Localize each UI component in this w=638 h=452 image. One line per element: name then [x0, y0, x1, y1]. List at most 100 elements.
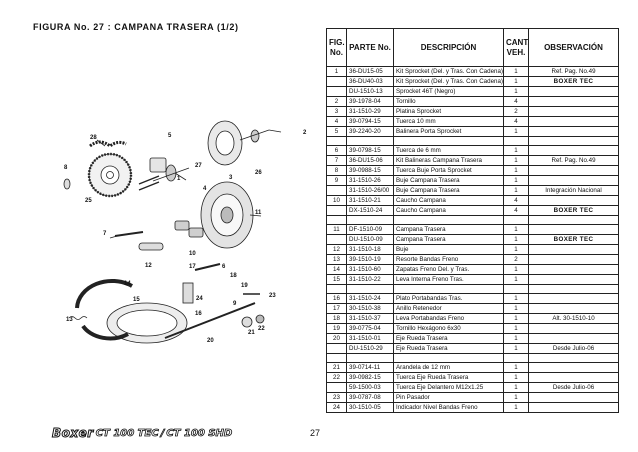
- cell-fig: [326, 234, 347, 245]
- callout-20: 20: [207, 338, 214, 344]
- callout-24: 24: [196, 296, 203, 302]
- cell-part-number: [346, 353, 394, 363]
- cell-part-number: 31-1510-21: [346, 195, 394, 206]
- cell-quantity: 1: [503, 244, 529, 255]
- cell-description: Kit Balineras Campana Trasera: [393, 155, 504, 166]
- cell-fig: 22: [326, 372, 347, 383]
- cell-part-number: 39-1510-19: [346, 254, 394, 265]
- cell-observation: [528, 136, 619, 146]
- callout-19: 19: [241, 283, 248, 289]
- cell-description: Caucho Campana: [393, 205, 504, 216]
- cell-fig: 4: [326, 116, 347, 127]
- cell-fig: 9: [326, 175, 347, 186]
- cell-part-number: 31-1510-37: [346, 313, 394, 324]
- cell-description: [393, 136, 504, 146]
- cell-quantity: 1: [503, 323, 529, 334]
- cell-part-number: 31-1510-26: [346, 175, 394, 186]
- cell-quantity: [503, 215, 529, 225]
- callout-12: 12: [145, 263, 152, 269]
- cell-fig: 13: [326, 254, 347, 265]
- cell-quantity: 1: [503, 274, 529, 285]
- cell-quantity: 1: [503, 66, 529, 77]
- cell-observation: Alt. 30-1510-10: [528, 313, 619, 324]
- cell-part-number: 31-1510-24: [346, 293, 394, 304]
- cell-observation: [528, 333, 619, 344]
- cell-description: Pin Pasador: [393, 392, 504, 403]
- diagram-drawing: [63, 120, 282, 344]
- cell-quantity: 4: [503, 116, 529, 127]
- cell-description: Tuerca de 6 mm: [393, 145, 504, 156]
- cell-observation: [528, 362, 619, 373]
- cell-quantity: [503, 136, 529, 146]
- cell-description: Indicador Nivel Bandas Freno: [393, 402, 504, 413]
- cell-part-number: 39-0988-15: [346, 165, 394, 176]
- cell-fig: 24: [326, 402, 347, 413]
- cell-fig: [326, 284, 347, 294]
- cell-part-number: DU-1510-29: [346, 343, 394, 354]
- cell-description: Kit Sprocket (Del. y Tras. Con Cadena): [393, 76, 504, 87]
- cell-observation: [528, 274, 619, 285]
- header-part: PARTE No.: [346, 28, 394, 67]
- cell-description: Eje Rueda Trasera: [393, 333, 504, 344]
- cell-description: Buje Campana Trasera: [393, 175, 504, 186]
- cell-observation: [528, 96, 619, 107]
- table-spacer-row: [326, 215, 619, 225]
- cell-part-number: DX-1510-24: [346, 205, 394, 216]
- cell-observation: Desde Julio-06: [528, 382, 619, 393]
- cell-description: Arandela de 12 mm: [393, 362, 504, 373]
- callout-13: 13: [66, 317, 73, 323]
- cell-description: Platina Sprocket: [393, 106, 504, 117]
- cell-observation: [528, 224, 619, 235]
- cell-part-number: 31-1510-22: [346, 274, 394, 285]
- cell-fig: 8: [326, 165, 347, 176]
- cell-fig: [326, 185, 347, 196]
- callout-6: 6: [222, 264, 226, 270]
- cell-observation: [528, 264, 619, 275]
- cell-part-number: 30-1510-38: [346, 303, 394, 314]
- cell-fig: [326, 205, 347, 216]
- table-spacer-row: [326, 353, 619, 363]
- cell-observation: [528, 165, 619, 176]
- callout-2: 2: [303, 130, 307, 136]
- cell-quantity: 1: [503, 362, 529, 373]
- callout-8: 8: [64, 165, 68, 171]
- cell-description: Tuerca 10 mm: [393, 116, 504, 127]
- cell-quantity: 1: [503, 402, 529, 413]
- cell-observation: Ref. Pag. No.49: [528, 155, 619, 166]
- cell-quantity: 1: [503, 155, 529, 166]
- cell-fig: [326, 76, 347, 87]
- callout-21: 21: [248, 330, 255, 336]
- cell-quantity: 1: [503, 343, 529, 354]
- cell-fig: 3: [326, 106, 347, 117]
- cell-part-number: 39-0982-15: [346, 372, 394, 383]
- cell-quantity: [503, 353, 529, 363]
- cell-observation: [528, 145, 619, 156]
- cell-observation: [528, 175, 619, 186]
- cell-description: Balinera Porta Sprocket: [393, 126, 504, 137]
- cell-fig: 5: [326, 126, 347, 137]
- cell-quantity: [503, 284, 529, 294]
- header-fig: FIG. No.: [326, 28, 347, 67]
- callout-22: 22: [258, 326, 265, 332]
- cell-observation: [528, 284, 619, 294]
- cell-fig: [326, 136, 347, 146]
- cell-fig: 6: [326, 145, 347, 156]
- cell-observation: [528, 372, 619, 383]
- cell-part-number: 36-DU15-06: [346, 155, 394, 166]
- brand-name: Boxer: [52, 426, 94, 440]
- cell-fig: 7: [326, 155, 347, 166]
- cell-part-number: 39-2240-20: [346, 126, 394, 137]
